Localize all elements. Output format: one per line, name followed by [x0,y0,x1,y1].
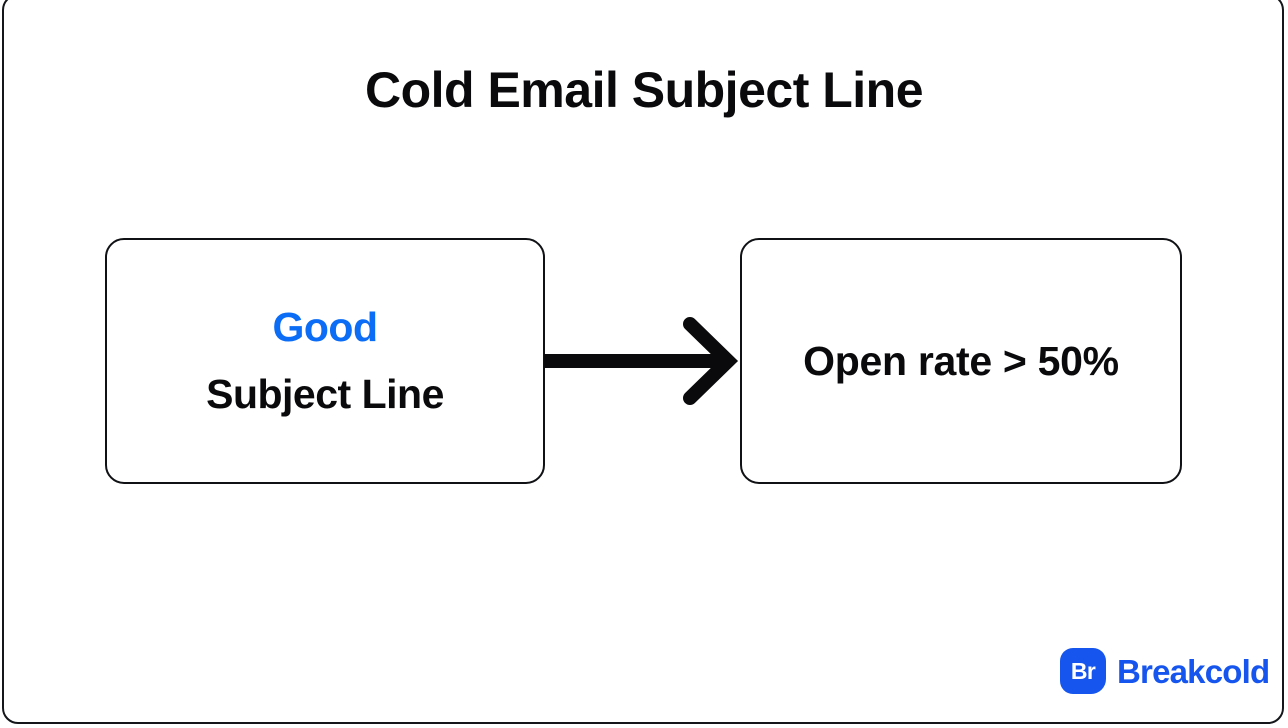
brand-name-label: Breakcold [1117,652,1270,690]
breakcold-logo-icon: Br [1060,648,1106,694]
flow-node-left-line1: Good [272,303,378,350]
flow-node-right: Open rate > 50% [740,238,1182,484]
page-title: Cold Email Subject Line [364,62,924,118]
flow-node-left: Good Subject Line [105,238,545,484]
brand-mark-label: Br [1070,657,1096,684]
arrow-head [683,317,739,405]
flow-node-right-text: Open rate > 50% [803,337,1119,384]
flow-node-left-line2: Subject Line [206,371,444,417]
brand-logo: Br Breakcold [1060,648,1270,694]
arrow-right-icon [544,317,739,405]
